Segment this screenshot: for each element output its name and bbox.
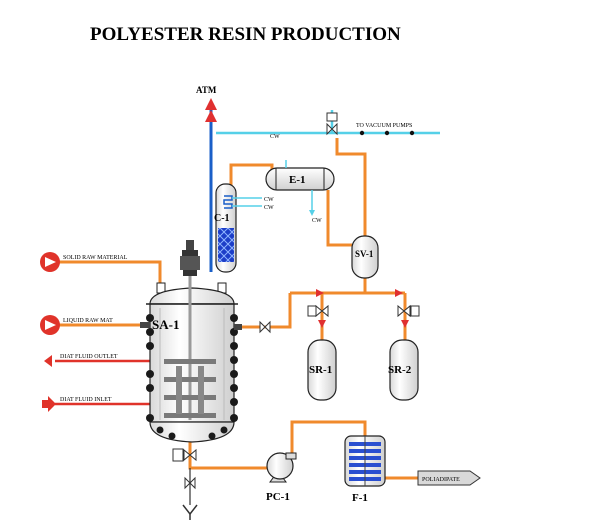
column-c1 [215,183,262,273]
pc1-label: PC-1 [266,491,290,503]
sr1-inlet-valve[interactable] [307,304,329,318]
diat-fluid-lines [55,359,150,406]
liquid-raw-material-label: LIQUID RAW MAT [63,318,113,324]
sr1-label: SR-1 [309,364,332,376]
solid-feed-marker [40,252,60,272]
diat-outlet-arrow [44,355,52,367]
cw-label-top: CW [270,134,280,140]
cw-c1-label-a: CW [264,197,274,203]
vacuum-label: TO VACUUM PUMPS [356,123,412,129]
reactor-sa1 [140,240,242,443]
separator-sv1 [351,235,379,279]
atm-vent-line [205,98,217,272]
diat-inlet-arrow [42,396,56,412]
atm-label: ATM [196,85,217,95]
receiver-sr2 [389,339,419,401]
c1-label: C-1 [214,213,230,224]
e1-label: E-1 [289,174,306,186]
diat-fluid-inlet-label: DIAT FLUID INLET [60,397,112,403]
page-title: POLYESTER RESIN PRODUCTION [90,24,401,45]
cw-e1-label: CW [312,218,322,224]
condenser-e1 [265,160,335,216]
process-lines [58,138,418,480]
liquid-feed-marker [40,315,60,335]
sa1-label: SA-1 [152,317,179,332]
sv1-label: SV-1 [355,249,374,259]
pump-pc1 [266,452,297,483]
drain-line [182,468,198,520]
receiver-sr1 [307,339,337,401]
reactor-bottom-valve[interactable] [172,448,197,462]
solid-raw-material-label: SOLID RAW MATERIAL [63,255,128,261]
filter-f1 [344,435,386,487]
diat-fluid-outlet-label: DIAT FLUID OUTLET [60,354,118,360]
product-arrow [417,470,481,486]
reactor-side-valve[interactable] [259,320,271,334]
product-label: POLIADIPATE [422,477,460,483]
sr2-label: SR-2 [388,364,412,376]
f1-label: F-1 [352,492,368,504]
sr2-inlet-valve[interactable] [397,304,420,318]
cw-c1-label-b: CW [264,205,274,211]
vacuum-valve[interactable] [326,112,338,136]
flow-arrows [316,289,409,328]
